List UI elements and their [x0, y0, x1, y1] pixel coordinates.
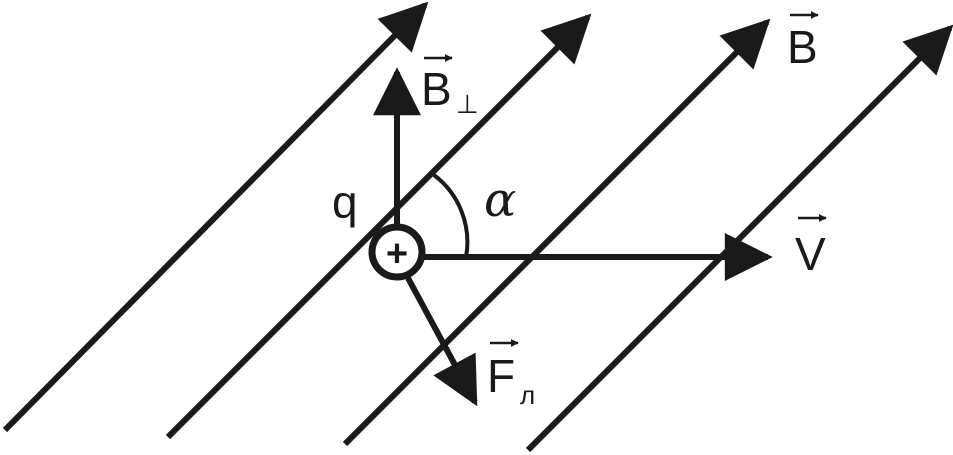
field-line-3	[342, 18, 771, 447]
force-subscript: л	[520, 380, 535, 410]
charge-label-q: q	[332, 176, 358, 228]
angle-label-alpha: α	[484, 172, 516, 228]
charge-particle: +	[368, 223, 426, 281]
label-b-field: B	[787, 11, 819, 73]
label-velocity: V	[795, 214, 827, 280]
label-lorentz-force: F л	[487, 339, 535, 410]
b-perp-text: B	[421, 63, 452, 115]
lorentz-force-vector	[405, 276, 478, 407]
label-b-perp: B ⊥	[421, 54, 479, 119]
b-perp-subscript: ⊥	[456, 89, 479, 119]
field-line-2	[165, 13, 592, 440]
b-field-text: B	[787, 21, 818, 73]
field-line-1	[2, 1, 429, 433]
velocity-text: V	[795, 228, 826, 280]
force-text: F	[487, 350, 515, 402]
field-line-4	[525, 24, 953, 453]
charge-sign: +	[386, 233, 408, 275]
angle-arc	[432, 173, 470, 258]
